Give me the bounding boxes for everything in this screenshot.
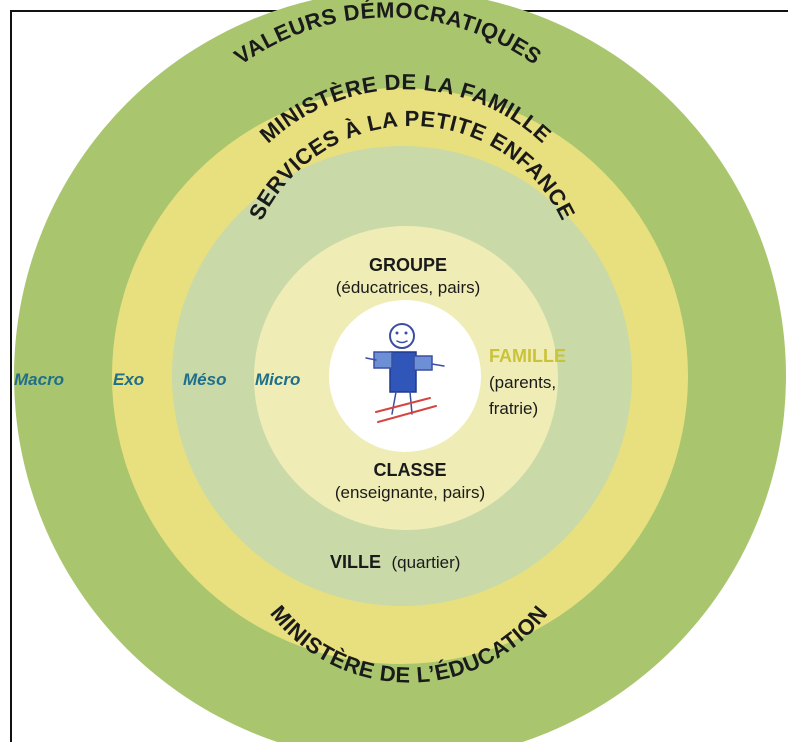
classe-title: CLASSE	[373, 460, 446, 480]
level-label-exo: Exo	[113, 370, 144, 389]
classe-subtitle: (enseignante, pairs)	[335, 483, 485, 502]
famille-title: FAMILLE	[489, 346, 566, 366]
child-drawing-icon	[365, 323, 445, 423]
ville-label: VILLE (quartier)	[330, 552, 460, 572]
groupe-subtitle: (éducatrices, pairs)	[336, 278, 481, 297]
famille-subtitle-line2: fratrie)	[489, 399, 538, 418]
level-label-macro: Macro	[14, 370, 64, 389]
famille-subtitle-line1: (parents,	[489, 373, 556, 392]
ville-title: VILLE	[330, 552, 381, 572]
ville-subtitle: (quartier)	[391, 553, 460, 572]
level-label-micro: Micro	[255, 370, 300, 389]
groupe-title: GROUPE	[369, 255, 447, 275]
level-label-meso: Méso	[183, 370, 226, 389]
frame-left-border	[10, 10, 12, 742]
